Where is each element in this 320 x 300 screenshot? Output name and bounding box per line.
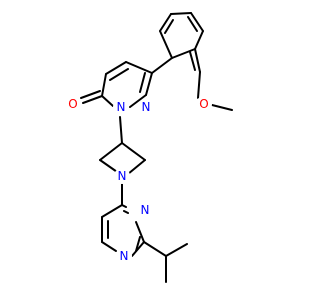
bond [159, 13, 172, 32]
atom-labels: O N N O N N N [65, 96, 212, 264]
bond [109, 68, 129, 81]
methoxyphenyl-group [151, 12, 233, 111]
bond [139, 72, 146, 93]
bond [125, 61, 153, 74]
bond [119, 116, 123, 144]
pyrimidine-n1-label: N [120, 249, 129, 263]
bond [145, 72, 153, 96]
bond [131, 241, 145, 257]
molecule-structure: O N N O N N N [65, 12, 233, 283]
pyrimidine-n3-label: N [141, 203, 150, 217]
bond [165, 243, 188, 257]
bond [135, 236, 141, 252]
azetidine-ring [99, 116, 146, 175]
pyridazinone-n2-label: N [142, 100, 151, 114]
bond [159, 30, 173, 59]
isopropyl-pyrimidine-group [101, 183, 188, 283]
methoxy-oxygen-label: O [199, 97, 208, 111]
bond [123, 210, 129, 214]
bond [105, 61, 127, 75]
bond [101, 241, 117, 252]
pyridazinone-ring [80, 61, 153, 108]
bond [129, 94, 147, 108]
bond [121, 142, 146, 161]
bond [121, 204, 127, 208]
bond [207, 103, 233, 111]
bond [143, 241, 167, 257]
pyridazinone-n1-label: N [117, 100, 126, 114]
bond [171, 48, 196, 59]
bond [189, 51, 196, 71]
azetidine-nitrogen-label: N [118, 169, 127, 183]
bond [190, 12, 204, 32]
bond [99, 142, 123, 161]
bond [194, 30, 204, 50]
bond [80, 90, 101, 99]
bond [101, 204, 123, 218]
bond [194, 48, 201, 73]
bond [164, 19, 174, 34]
bond [151, 57, 173, 74]
bond [135, 221, 145, 243]
bond [82, 95, 103, 104]
bond [127, 159, 146, 175]
carbonyl-oxygen-label: O [68, 97, 77, 111]
bond [101, 73, 107, 97]
bond [187, 16, 198, 32]
bond [170, 12, 192, 15]
bond [197, 71, 201, 99]
bond [101, 95, 114, 107]
